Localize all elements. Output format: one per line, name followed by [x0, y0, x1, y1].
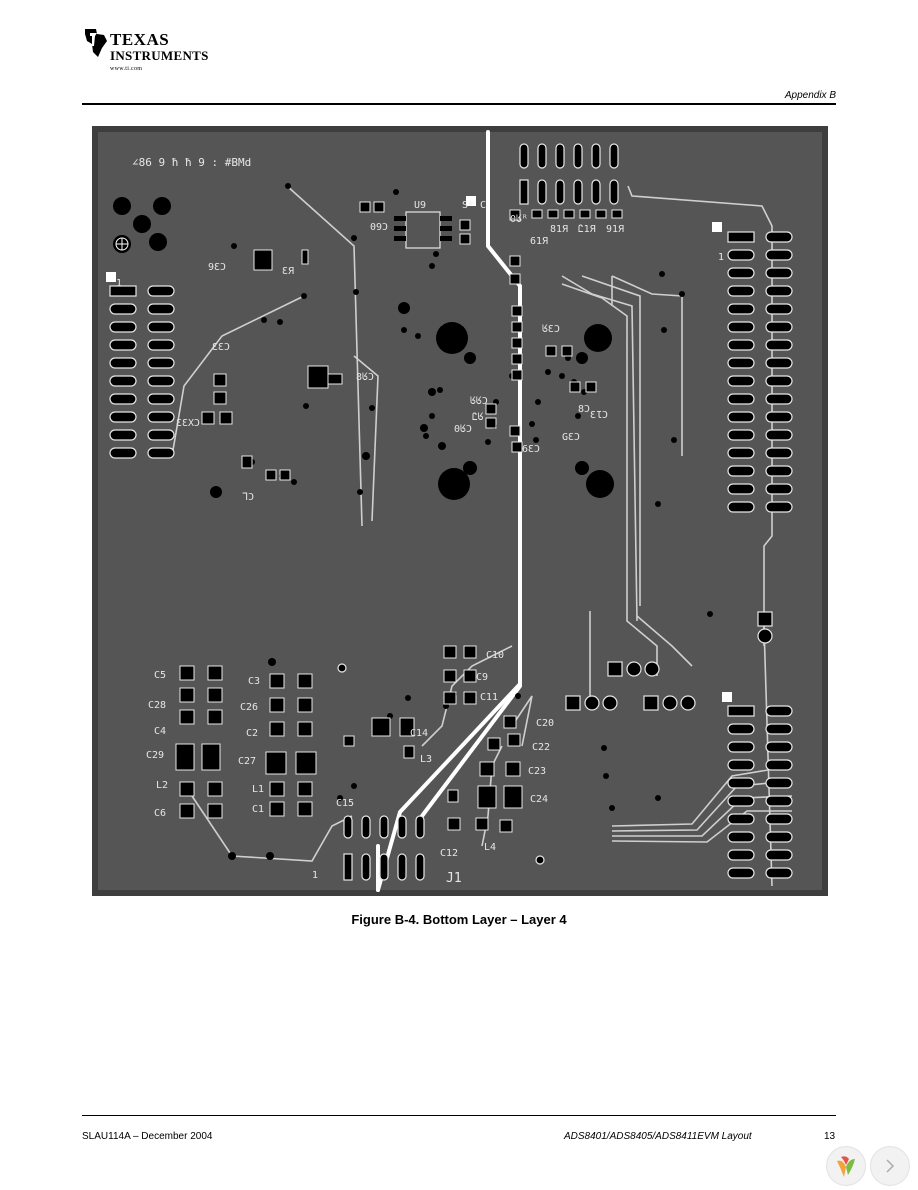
svg-text:Ꮭ1Я: Ꮭ1Я	[578, 224, 596, 235]
svg-text:09Ɔ: 09Ɔ	[370, 222, 388, 233]
svg-text:91Я: 91Я	[606, 224, 624, 235]
svg-text:J1: J1	[446, 871, 462, 886]
logo-web: www.ti.com	[110, 66, 143, 72]
footer-title: ADS8401/ADS8405/ADS8411EVM Layout	[564, 1131, 752, 1142]
svg-text:C15: C15	[336, 798, 354, 809]
viewer-logo-button[interactable]	[826, 1146, 866, 1186]
svg-text:9ƐƆ: 9ƐƆ	[208, 262, 226, 273]
svg-text:C26: C26	[240, 702, 258, 713]
svg-text:C6: C6	[154, 808, 166, 819]
svg-text:0ᖉƆ: 0ᖉƆ	[454, 424, 472, 435]
section-header: Appendix B	[784, 90, 836, 101]
svg-text:8ᖉƆ: 8ᖉƆ	[356, 372, 374, 383]
svg-text:C4: C4	[154, 726, 166, 737]
svg-text:ᒣƆ: ᒣƆ	[242, 492, 254, 503]
svg-text:Sᵖ C: Sᵖ C	[462, 200, 486, 211]
figure-caption: Figure B-4. Bottom Layer – Layer 4	[351, 912, 567, 927]
next-page-button[interactable]	[870, 1146, 910, 1186]
svg-text:L1: L1	[252, 784, 264, 795]
svg-text:81Я: 81Я	[550, 224, 568, 235]
svg-text:C10: C10	[486, 650, 504, 661]
svg-text:ƐƐƆ: ƐƐƆ	[212, 342, 230, 353]
svg-text:L3: L3	[420, 754, 432, 765]
svg-text:C20: C20	[536, 718, 554, 729]
svg-text:C22: C22	[532, 742, 550, 753]
logo-line1: TEXAS	[110, 30, 170, 49]
page-number: 13	[824, 1131, 836, 1142]
svg-text:6ƐƆ: 6ƐƆ	[522, 444, 540, 455]
svg-text:C2: C2	[246, 728, 258, 739]
svg-text:C11: C11	[480, 692, 498, 703]
svg-text:ƐƐXƆ: ƐƐXƆ	[176, 418, 200, 429]
svg-text:0ᖉᴿ: 0ᖉᴿ	[510, 214, 528, 225]
svg-text:C1: C1	[252, 804, 264, 815]
header-rule	[82, 103, 836, 105]
svg-text:C12: C12	[440, 848, 458, 859]
footer-doc-id: SLAU114A – December 2004	[82, 1131, 213, 1142]
svg-text:C14: C14	[410, 728, 428, 739]
svg-text:ƐƖƆ: ƐƖƆ	[590, 410, 608, 421]
svg-text:U9: U9	[414, 200, 426, 211]
svg-text:1: 1	[116, 278, 122, 289]
viewer-logo-icon	[837, 1156, 855, 1177]
svg-text:8Ɔ: 8Ɔ	[578, 404, 590, 415]
svg-text:∠86 9 ħ ħ 9 : #BMd: ∠86 9 ħ ħ 9 : #BMd	[132, 156, 251, 169]
svg-text:C27: C27	[238, 756, 256, 767]
svg-text:C29: C29	[146, 750, 164, 761]
logo-line2: INSTRUMENTS	[110, 48, 209, 63]
svg-text:1: 1	[312, 870, 318, 881]
svg-text:ᖉᖉƆ: ᖉᖉƆ	[470, 396, 488, 407]
svg-text:GƐƆ: GƐƆ	[562, 432, 580, 443]
svg-text:C5: C5	[154, 670, 166, 681]
svg-text:61Я: 61Я	[530, 236, 548, 247]
svg-text:C9: C9	[476, 672, 488, 683]
svg-text:Ꮭᖉ: Ꮭᖉ	[472, 412, 484, 423]
ti-logo: TEXAS INSTRUMENTS www.ti.com	[82, 22, 208, 78]
svg-text:C23: C23	[528, 766, 546, 777]
footer-rule	[82, 1115, 836, 1116]
svg-text:L2: L2	[156, 780, 168, 791]
svg-text:C24: C24	[530, 794, 548, 805]
ti-state-icon	[85, 29, 107, 57]
svg-text:1: 1	[718, 252, 724, 263]
svg-text:ᖉƐƆ: ᖉƐƆ	[542, 324, 560, 335]
svg-text:ƐЯ: ƐЯ	[282, 266, 294, 277]
svg-text:L4: L4	[484, 842, 496, 853]
svg-text:C28: C28	[148, 700, 166, 711]
svg-text:C3: C3	[248, 676, 260, 687]
chevron-right-icon	[886, 1159, 895, 1173]
